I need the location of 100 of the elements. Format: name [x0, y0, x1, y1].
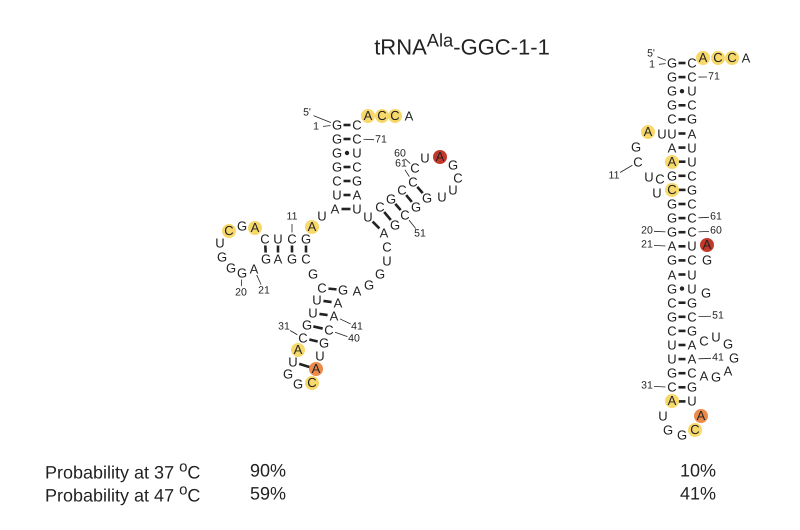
nucleotide-letter: G [666, 98, 678, 112]
leader-line [698, 230, 710, 232]
position-number: 31 [278, 322, 290, 332]
leader-line [654, 230, 666, 232]
position-number: 60 [710, 226, 722, 236]
base-pair-bond [678, 344, 686, 346]
nucleotide-letter: G [364, 278, 374, 292]
probability-label: Probability at 37 $^{o}$C [45, 458, 200, 484]
leader-line [313, 115, 332, 123]
leader-line [657, 56, 666, 61]
leader-line [698, 76, 708, 78]
nucleotide-letter: C [687, 70, 697, 84]
position-number: 21 [258, 286, 270, 296]
nucleotide-letter: U [687, 141, 697, 154]
leader-line [654, 386, 666, 388]
base-pair-bond [678, 358, 686, 360]
nucleotide-letter: C [301, 252, 311, 266]
base-pair-bond [344, 124, 350, 126]
nucleotide-letter: A [274, 252, 282, 266]
nucleotide-letter: U [658, 410, 668, 422]
nucleotide-letter: C [687, 310, 697, 324]
nucleotide-letter: C [352, 132, 362, 146]
nucleotide-letter: G [662, 424, 674, 436]
nucleotide-letter: G [300, 232, 312, 246]
nucleotide-letter: G [666, 70, 678, 84]
nucleotide-letter: A [688, 352, 696, 366]
nucleotide-letter: A [352, 284, 362, 298]
nucleotide-letter: G [308, 268, 318, 280]
nucleotide-letter: G [666, 84, 678, 98]
base-pair-bond [678, 386, 686, 389]
nucleotide-letter: A [668, 268, 676, 281]
nucleotide-letter: C [667, 324, 677, 338]
nucleotide-letter: G [286, 252, 298, 266]
nucleotide-letter: G [700, 286, 712, 300]
nucleotide-letter: C [687, 366, 697, 380]
position-number: 20 [641, 226, 653, 236]
nucleotide-letter: U [687, 155, 697, 168]
base-pair-bond [323, 300, 332, 304]
nucleotide-letter: C [687, 198, 697, 210]
leader-line [290, 330, 298, 336]
base-pair-bond [678, 245, 686, 248]
nucleotide-letter: G [666, 198, 678, 210]
nucleotide-letter: C [260, 232, 270, 246]
base-pair-bond [298, 362, 310, 368]
nucleotide-letter: A [334, 296, 342, 310]
nucleotide-letter: G [666, 226, 678, 239]
highlighted-nucleotide: A [291, 343, 305, 357]
nucleotide-letter: C [655, 172, 665, 186]
nucleotide-letter: C [453, 172, 463, 184]
nucleotide-letter: G [686, 380, 698, 394]
position-number: 61 [710, 212, 722, 222]
highlighted-nucleotide: C [305, 376, 319, 390]
position-number: 71 [375, 134, 387, 146]
nucleotide-letter: C [324, 324, 334, 336]
nucleotide-letter: C [287, 232, 297, 246]
highlighted-nucleotide: A [248, 221, 262, 235]
nucleotide-letter: C [397, 184, 407, 196]
nucleotide-letter: C [687, 56, 697, 70]
base-pair-bond [678, 230, 686, 234]
base-pair-bond [276, 246, 280, 252]
nucleotide-letter: G [386, 192, 396, 206]
nucleotide-letter: G [236, 220, 248, 232]
base-pair-bond [344, 166, 350, 168]
nucleotide-letter: U [420, 152, 430, 164]
base-pair-bond [383, 211, 392, 221]
probability-label: Probability at 47 $^{o}$C [45, 482, 200, 506]
nucleotide-letter: G [728, 352, 740, 364]
nucleotide-letter: G [374, 268, 386, 280]
highlighted-nucleotide: C [375, 109, 389, 123]
nucleotide-letter: C [408, 176, 418, 188]
nucleotide-letter: G [686, 324, 698, 338]
nucleotide-letter: G [352, 174, 362, 188]
nucleotide-letter: C [375, 200, 385, 214]
nucleotide-letter: G [226, 262, 236, 274]
nucleotide-letter: U [315, 350, 325, 362]
nucleotide-letter: U [687, 268, 697, 281]
nucleotide-letter: G [630, 140, 642, 154]
position-number: 5' [303, 108, 311, 118]
highlighted-nucleotide: C [388, 109, 402, 123]
base-pair-bond [405, 194, 413, 203]
position-number: 31 [641, 380, 653, 392]
nucleotide-letter: G [710, 370, 722, 384]
base-pair-bond [678, 330, 686, 332]
nucleotide-letter: G [236, 266, 248, 280]
position-number: 20 [235, 288, 247, 298]
highlighted-nucleotide: A [665, 394, 679, 408]
nucleotide-letter: U [273, 232, 283, 246]
base-pair-bond [344, 180, 350, 182]
highlighted-nucleotide: A [305, 220, 319, 234]
highlighted-nucleotide: A [433, 150, 447, 164]
nucleotide-letter: U [363, 210, 373, 224]
nucleotide-letter: G [260, 252, 272, 266]
nucleotide-letter: C [382, 240, 392, 254]
nucleotide-letter: G [332, 118, 342, 132]
position-number: 51 [414, 228, 426, 240]
nucleotide-letter: G [666, 310, 678, 324]
leader-line [256, 274, 262, 286]
position-number: 41 [712, 352, 724, 364]
diagram-title: tRNA$^{Ala}$-GGC-1-1 [374, 29, 550, 61]
leader-line [404, 169, 410, 177]
